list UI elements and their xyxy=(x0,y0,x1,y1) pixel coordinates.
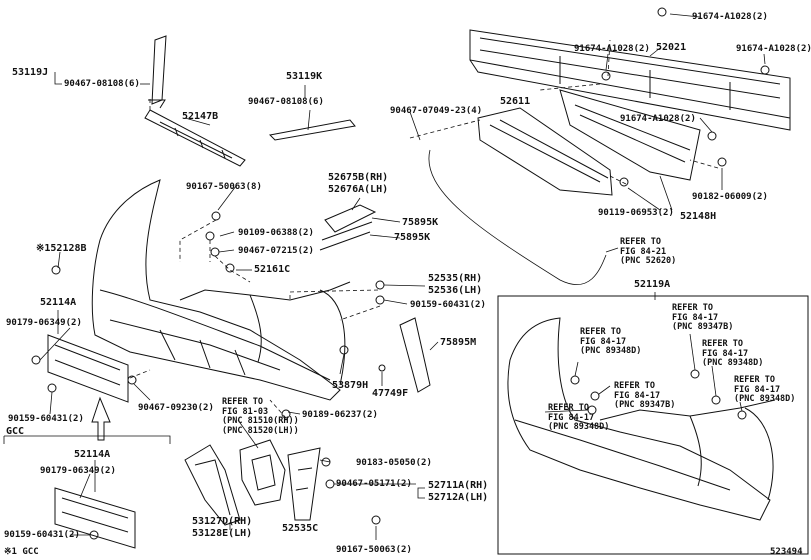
license-bracket-52114A xyxy=(47,334,129,403)
label-gcc: GCC xyxy=(6,426,25,437)
ref-fig-84-17-89348D-b: REFER TO FIG 84-17 (PNC 89348D) xyxy=(702,339,764,368)
label-90119-06953: 90119-06953(2) xyxy=(598,208,674,218)
label-52712A-lh: 52712A(LH) xyxy=(428,492,489,503)
label-91674-a1028-top: 91674-A1028(2) xyxy=(692,12,768,22)
label-52119A: 52119A xyxy=(634,279,671,290)
retainer-52147B xyxy=(144,109,246,167)
ref-fig-84-17-89347B-b: REFER TO FIG 84-17 (PNC 89347B) xyxy=(614,381,676,410)
garnish-52675B xyxy=(319,204,377,251)
label-90179-06349-b: 90179-06349(2) xyxy=(40,466,116,476)
leader-lines xyxy=(39,13,766,540)
label-90167-50063-2: 90167-50063(2) xyxy=(336,545,412,555)
fog-lamp-assembly xyxy=(239,439,286,506)
label-75895K-a: 75895K xyxy=(402,217,439,228)
label-90159-60431-b: 90159-60431(2) xyxy=(8,414,84,424)
label-90109-06388: 90109-06388(2) xyxy=(238,228,314,238)
label-52675B: 52675B(RH) xyxy=(328,172,389,183)
footer-note: ※1 GCC xyxy=(4,547,39,557)
ref-fig-81-03: REFER TO FIG 81-03 (PNC 81510(RH)) (PNC … xyxy=(222,397,299,436)
label-90467-07215: 90467-07215(2) xyxy=(238,246,314,256)
label-90183-05050: 90183-05050(2) xyxy=(356,458,432,468)
ref-fig-84-17-89347B-a: REFER TO FIG 84-17 (PNC 89347B) xyxy=(672,303,734,332)
label-53128E-lh: 53128E(LH) xyxy=(192,528,253,539)
label-47749F: 47749F xyxy=(372,388,409,399)
strip-53119K xyxy=(268,109,356,141)
label-90179-06349-a: 90179-06349(2) xyxy=(6,318,82,328)
bumper-reinforcement-52021 xyxy=(469,29,791,131)
fasteners xyxy=(31,7,770,540)
label-90467-07049-23: 90467-07049-23(4) xyxy=(390,106,483,116)
label-52128B: ※152128B xyxy=(36,243,87,254)
bumper-support-52148H xyxy=(559,89,701,181)
label-52161C: 52161C xyxy=(254,264,291,275)
energy-absorber-52611 xyxy=(477,107,613,196)
dashed-leaders xyxy=(129,96,381,419)
label-52676A: 52676A(LH) xyxy=(328,184,389,195)
label-91674-a1028-right: 91674-A1028(2) xyxy=(736,44,811,54)
label-53127D-rh: 53127D(RH) xyxy=(192,516,253,527)
ref-fig-84-21: REFER TO FIG 84-21 (PNC 52620) xyxy=(620,237,677,266)
ref-fig-84-17-89348D-c: REFER TO FIG 84-17 (PNC 89348D) xyxy=(734,375,796,404)
wire-harness xyxy=(428,149,607,286)
label-91674-a1028-mid: 91674-A1028(2) xyxy=(620,114,696,124)
label-52147B: 52147B xyxy=(182,111,219,122)
label-52114A-a: 52114A xyxy=(40,297,77,308)
inset-box-52119A xyxy=(497,295,809,555)
label-52536-lh: 52536(LH) xyxy=(428,285,483,296)
arrow-up-icon xyxy=(91,396,111,441)
label-52535-rh: 52535(RH) xyxy=(428,273,483,284)
guide-line xyxy=(409,39,719,185)
label-90467-08108-b: 90467-08108(6) xyxy=(248,97,324,107)
bracket-52535C xyxy=(287,447,321,521)
label-75895M: 75895M xyxy=(440,337,477,348)
label-53119K: 53119K xyxy=(286,71,323,82)
label-90467-05171: 90467-05171(2) xyxy=(336,479,412,489)
label-90159-60431-c: 90159-60431(2) xyxy=(4,530,80,540)
label-52021: 52021 xyxy=(656,42,687,53)
label-75895K-b: 75895K xyxy=(394,232,431,243)
label-53879H: 53879H xyxy=(332,380,369,391)
ref-fig-84-17-89348D-d: REFER TO FIG 84-17 (PNC 89348D) xyxy=(548,403,610,432)
front-bumper-cover xyxy=(91,179,351,401)
fog-lamp-cover-53127D xyxy=(184,444,241,526)
inset-bumper-cover xyxy=(507,317,776,521)
label-90182-06009: 90182-06009(2) xyxy=(692,192,768,202)
gcc-divider xyxy=(3,435,171,444)
label-52711A-rh: 52711A(RH) xyxy=(428,480,489,491)
strip-53119J xyxy=(148,35,167,109)
label-91674-a1028-left: 91674-A1028(2) xyxy=(574,44,650,54)
label-90167-50063-8: 90167-50063(8) xyxy=(186,182,262,192)
figure-number: 523494 xyxy=(770,547,803,557)
inset-leaders xyxy=(544,333,743,413)
label-90467-08108-a: 90467-08108(6) xyxy=(64,79,140,89)
label-90189-06237: 90189-06237(2) xyxy=(302,410,378,420)
label-52611: 52611 xyxy=(500,96,531,107)
label-90467-09230: 90467-09230(2) xyxy=(138,403,214,413)
label-90159-60431-a: 90159-60431(2) xyxy=(410,300,486,310)
label-52148H: 52148H xyxy=(680,211,717,222)
label-52114A-b: 52114A xyxy=(74,449,111,460)
ref-fig-84-17-89348D-a: REFER TO FIG 84-17 (PNC 89348D) xyxy=(580,327,642,356)
label-52535C: 52535C xyxy=(282,523,319,534)
license-bracket-52114A-gcc xyxy=(54,487,136,549)
label-53119J: 53119J xyxy=(12,67,49,78)
reflector-75895M xyxy=(399,317,431,393)
